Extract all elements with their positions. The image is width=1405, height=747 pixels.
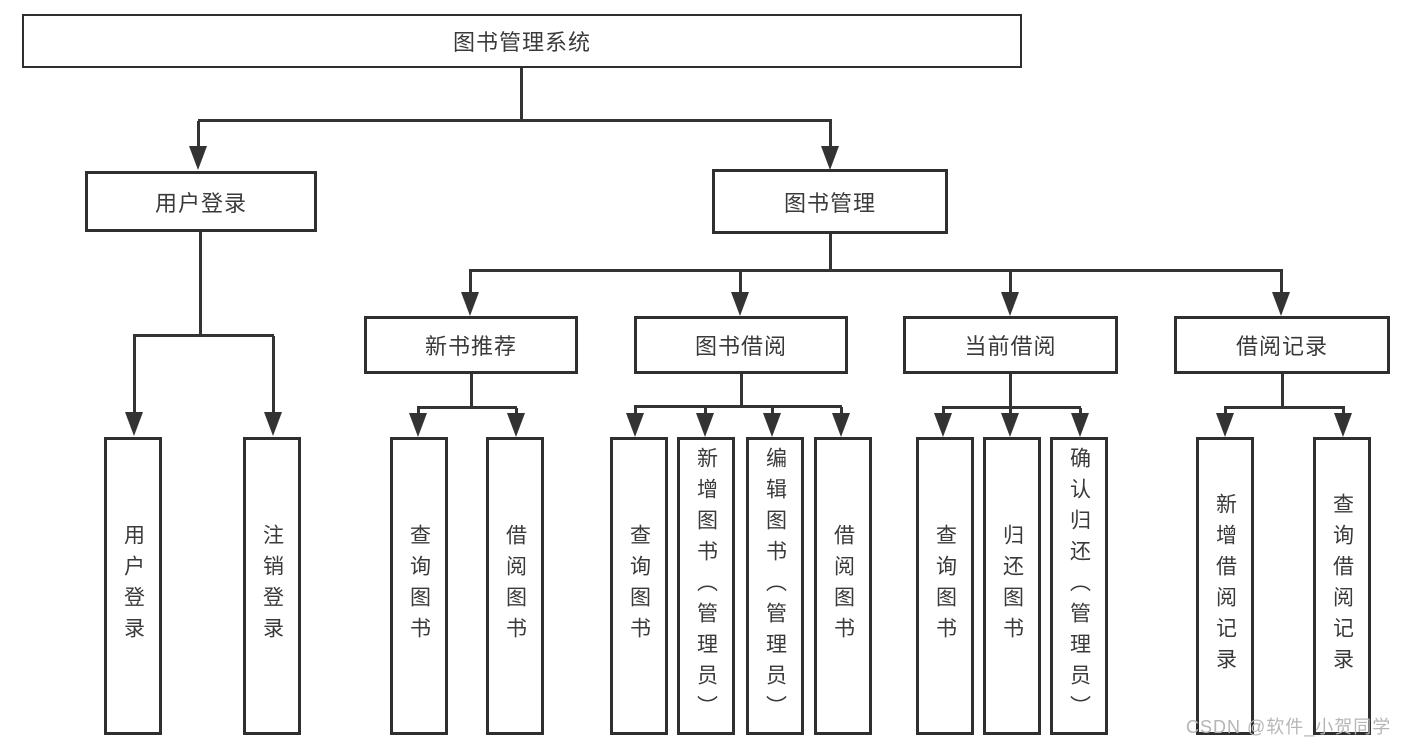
connector-line (469, 269, 1283, 272)
node-book-borrow: 图书借阅 (634, 316, 848, 374)
node-user-login: 用户登录 (85, 171, 317, 232)
node-label: 借阅图书 (831, 524, 855, 648)
arrow-down-icon (189, 146, 207, 170)
arrow-down-icon (1071, 413, 1089, 437)
connector-line (515, 408, 518, 415)
arrow-down-icon (832, 413, 850, 437)
node-current-borrow: 当前借阅 (903, 316, 1118, 374)
leaf-add-borrow-record: 新增借阅记录 (1196, 437, 1254, 735)
arrow-down-icon (731, 292, 749, 316)
csdn-watermark: CSDN @软件_小贺同学 (1186, 717, 1392, 737)
node-borrow-records: 借阅记录 (1174, 316, 1390, 374)
arrow-down-icon (821, 146, 839, 170)
connector-line (1009, 408, 1012, 415)
connector-line (942, 408, 945, 415)
leaf-add-books-admin: 新增图书（管理员） (677, 437, 735, 735)
leaf-logout: 注销登录 (243, 437, 301, 735)
leaf-user-login: 用户登录 (104, 437, 162, 735)
connector-line (1009, 374, 1012, 408)
connector-line (470, 374, 473, 408)
arrow-down-icon (1001, 413, 1019, 437)
connector-line (272, 336, 275, 412)
leaf-query-borrow-record: 查询借阅记录 (1313, 437, 1371, 735)
node-label: 用户登录 (154, 190, 247, 216)
arrow-down-icon (626, 413, 644, 437)
connector-line (829, 234, 832, 271)
leaf-query-books-recommend: 查询图书 (390, 437, 448, 735)
node-label: 归还图书 (1000, 524, 1024, 648)
connector-line (1079, 408, 1082, 415)
arrow-down-icon (763, 413, 781, 437)
arrow-down-icon (1272, 292, 1290, 316)
connector-line (520, 68, 523, 119)
connector-line (840, 407, 843, 414)
connector-line (1281, 374, 1284, 408)
leaf-borrow-books: 借阅图书 (814, 437, 872, 735)
arrow-down-icon (934, 413, 952, 437)
connector-line (1224, 408, 1227, 415)
connector-line (942, 406, 1081, 409)
node-label: 图书借阅 (694, 334, 787, 359)
arrow-down-icon (461, 292, 479, 316)
node-label: 新书推荐 (424, 334, 517, 359)
connector-line (198, 119, 832, 122)
node-label: 确认归还（管理员） (1067, 446, 1091, 726)
connector-line (1009, 271, 1012, 293)
node-label: 图书管理系统 (452, 30, 591, 55)
arrow-down-icon (507, 413, 525, 437)
connector-line (739, 271, 742, 293)
arrow-down-icon (1334, 413, 1352, 437)
leaf-query-books-current: 查询图书 (916, 437, 974, 735)
connector-line (1280, 271, 1283, 293)
node-label: 新增借阅记录 (1213, 493, 1237, 679)
connector-line (829, 121, 832, 148)
arrow-down-icon (1216, 413, 1234, 437)
arrow-down-icon (125, 412, 143, 436)
connector-line (133, 334, 274, 337)
arrow-down-icon (696, 413, 714, 437)
connector-line (199, 232, 202, 335)
node-label: 图书管理 (783, 190, 876, 216)
connector-line (704, 407, 707, 414)
connector-line (417, 408, 420, 415)
leaf-return-books: 归还图书 (983, 437, 1041, 735)
connector-line (417, 406, 517, 409)
node-book-management: 图书管理 (712, 169, 948, 234)
node-label: 借阅图书 (503, 524, 527, 648)
leaf-edit-books-admin: 编辑图书（管理员） (746, 437, 804, 735)
node-label: 注销登录 (260, 524, 284, 648)
node-label: 查询图书 (627, 524, 651, 648)
node-label: 查询借阅记录 (1330, 493, 1354, 679)
connector-line (634, 405, 842, 408)
leaf-confirm-return-admin: 确认归还（管理员） (1050, 437, 1108, 735)
connector-line (634, 407, 637, 414)
connector-line (1342, 408, 1345, 415)
node-label: 新增图书（管理员） (694, 446, 718, 726)
node-new-book-recommend: 新书推荐 (364, 316, 578, 374)
connector-line (771, 407, 774, 414)
leaf-borrow-books-recommend: 借阅图书 (486, 437, 544, 735)
connector-line (133, 336, 136, 412)
node-label: 查询图书 (933, 524, 957, 648)
leaf-query-books-borrow: 查询图书 (610, 437, 668, 735)
node-library-management-system: 图书管理系统 (22, 14, 1022, 68)
arrow-down-icon (264, 412, 282, 436)
node-label: 编辑图书（管理员） (763, 446, 787, 726)
connector-line (1224, 406, 1345, 409)
connector-line (197, 121, 200, 148)
node-label: 当前借阅 (964, 334, 1057, 359)
node-label: 查询图书 (407, 524, 431, 648)
node-label: 借阅记录 (1235, 334, 1328, 359)
node-label: 用户登录 (121, 524, 145, 648)
connector-line (740, 374, 743, 407)
arrow-down-icon (1001, 292, 1019, 316)
arrow-down-icon (409, 413, 427, 437)
connector-line (469, 271, 472, 293)
